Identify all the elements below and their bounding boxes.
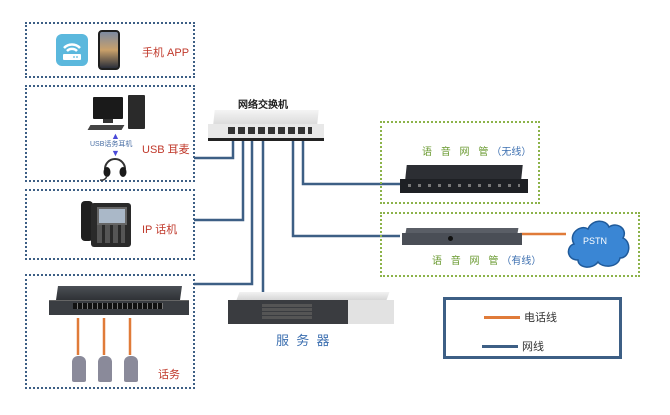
wired-voice-gateway-icon [402, 228, 522, 246]
wired-gateway-label: 语 音 网 管（有线） [432, 252, 541, 267]
wired-gateway-suffix: （有线） [501, 256, 542, 267]
handset-icon-3 [124, 356, 138, 382]
mobile-app-label: 手机 APP [142, 47, 190, 59]
usb-down-arrow: ▼ [111, 148, 120, 158]
analog-phones-label: 话务 [158, 369, 180, 381]
ip-phone-icon [81, 199, 133, 249]
wireless-gateway-suffix: （无线） [491, 147, 532, 158]
usb-headset-label: USB 耳麦 [142, 144, 190, 156]
wire-switch-to-analog-gateway [194, 140, 254, 286]
wireless-gateway-label: 语 音 网 管（无线） [422, 143, 531, 158]
wireless-voice-gateway-icon [400, 165, 528, 197]
zone-mobile-app: 手机 APP [25, 22, 195, 78]
legend-swatch-phone-line [484, 315, 520, 319]
server-label: 服 务 器 [276, 333, 332, 348]
handset-icon-2 [98, 356, 112, 382]
wired-gateway-title: 语 音 网 管 [432, 256, 502, 267]
legend: 电话线 网线 [443, 297, 622, 359]
switch-label: 网络交换机 [238, 100, 288, 111]
wireless-gateway-title: 语 音 网 管 [422, 147, 492, 158]
ip-phone-label: IP 话机 [142, 224, 178, 236]
legend-label-phone-line: 电话线 [524, 312, 557, 324]
wire-switch-to-wireless-gateway [301, 140, 400, 186]
zone-usb-headset: ▲ USB话务耳机 ▼ USB 耳麦 [25, 85, 195, 182]
legend-item-phone-line: 电话线 [484, 309, 557, 325]
headset-icon [99, 155, 130, 181]
zone-analog-phones: 话务 [25, 274, 195, 389]
handset-icon-1 [72, 356, 86, 382]
legend-item-network-line: 网线 [482, 338, 544, 354]
usb-up-arrow: ▲ [111, 131, 120, 141]
usb-headset-connector-label: USB话务耳机 [90, 141, 133, 148]
analog-voice-gateway-icon [49, 286, 189, 320]
zone-ip-phone: IP 话机 [25, 189, 195, 260]
zone-wired-gateway: 语 音 网 管（有线） PSTN [380, 212, 640, 277]
desktop-computer-icon [87, 95, 151, 133]
smartphone-icon [98, 30, 120, 70]
legend-label-network-line: 网线 [522, 341, 544, 353]
pstn-label: PSTN [583, 236, 608, 246]
wire-switch-to-wired-gateway [291, 140, 400, 238]
network-switch-icon [208, 110, 324, 142]
wire-switch-to-usb [194, 140, 235, 160]
router-app-icon [56, 34, 88, 66]
pstn-cloud: PSTN [564, 216, 632, 270]
zone-wireless-gateway: 语 音 网 管（无线） [380, 121, 540, 204]
server-icon [228, 292, 394, 326]
legend-swatch-network-line [482, 344, 518, 348]
wire-switch-to-ipphone [194, 140, 245, 222]
